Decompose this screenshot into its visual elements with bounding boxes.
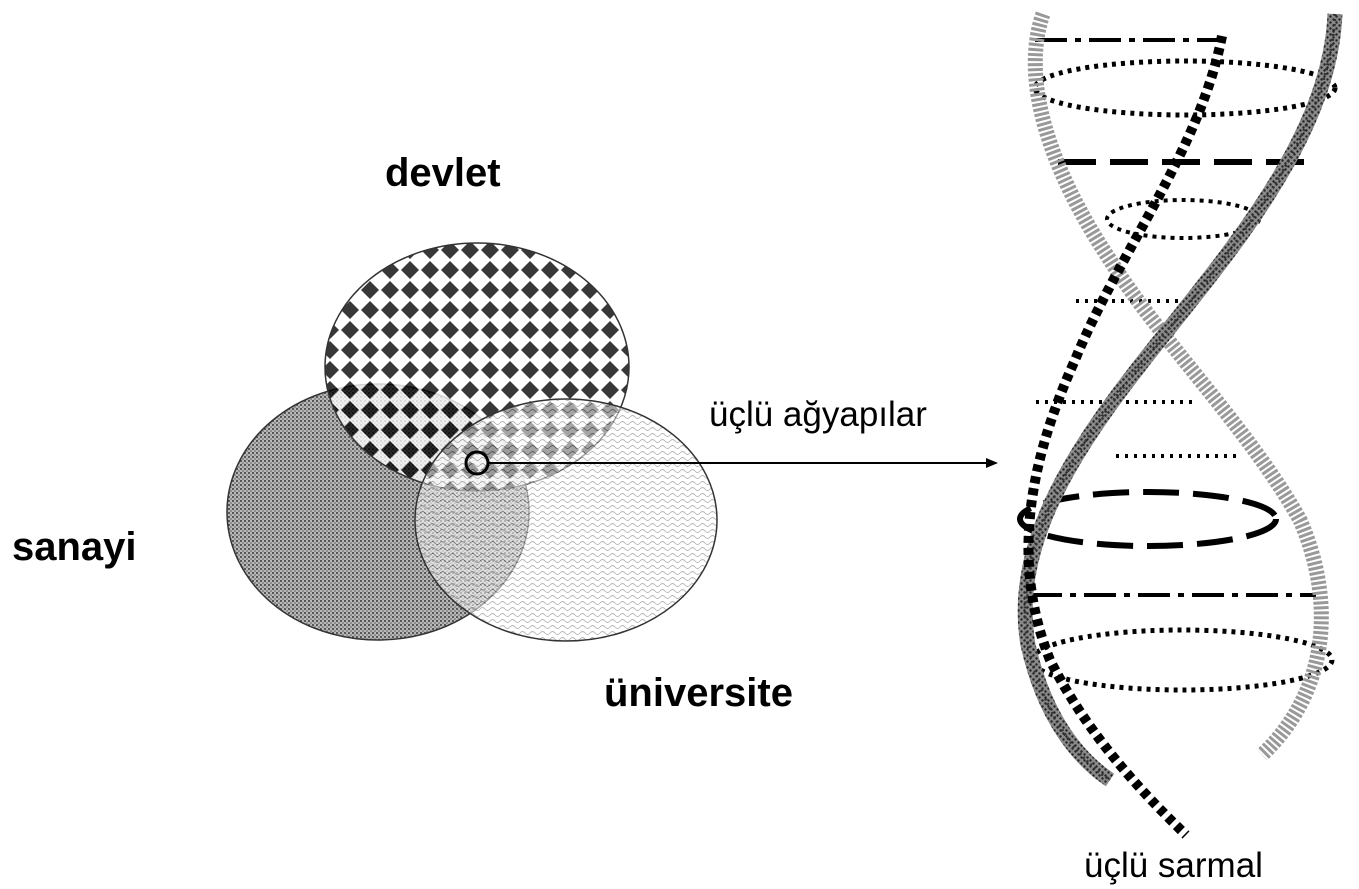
helix-strand-diamond xyxy=(1023,35,1227,839)
university-circle xyxy=(414,398,718,642)
helix-strand-rope xyxy=(1017,13,1343,787)
arrow-label: üçlü ağyapılar xyxy=(709,395,927,434)
government-label: devlet xyxy=(385,151,501,195)
helix-strand-rope-outline xyxy=(1023,13,1337,782)
helix-strand-wavy xyxy=(1027,11,1329,761)
university-label: üniversite xyxy=(604,671,793,715)
industry-label: sanayi xyxy=(12,525,137,569)
helix-label: üçlü sarmal xyxy=(1084,846,1263,885)
helix-rungs xyxy=(1017,38,1338,693)
